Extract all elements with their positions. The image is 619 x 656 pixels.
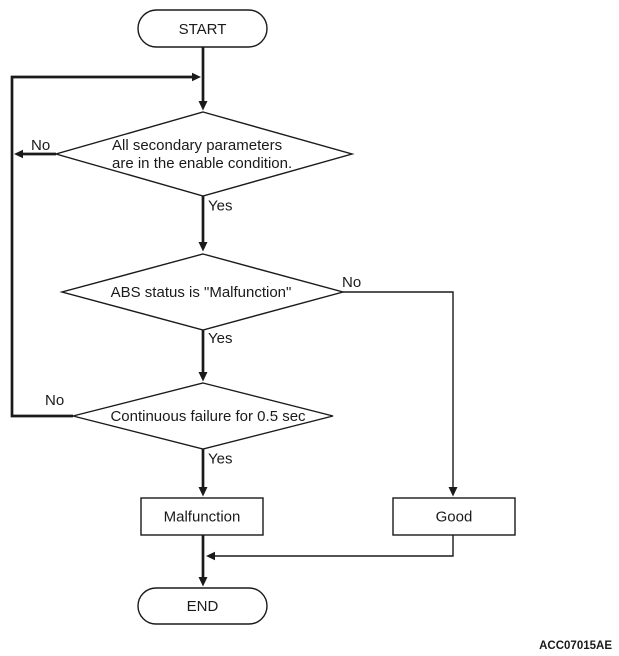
good-label: Good xyxy=(436,509,473,526)
arrowhead-down-icon xyxy=(198,577,208,587)
edge-start-to-decision1 xyxy=(198,47,208,111)
edge-decision1-yes xyxy=(198,196,208,252)
arrowhead-down-icon xyxy=(198,242,208,252)
malfunction-box xyxy=(140,497,264,536)
edge-good-to-merge xyxy=(206,535,454,561)
decision-secondary-parameters-line2: are in the enable condition. xyxy=(112,155,292,172)
start-label: START xyxy=(179,21,227,38)
edge-decision3-yes xyxy=(198,449,208,497)
decision-abs-status-label: ABS status is "Malfunction" xyxy=(111,284,292,301)
edge-decision2-yes xyxy=(198,330,208,382)
figure-code: ACC07015AE xyxy=(539,640,612,652)
edge-label-decision1-no: No xyxy=(31,137,50,154)
edge-decision1-no xyxy=(14,149,56,159)
edge-label-decision2-yes: Yes xyxy=(208,330,232,347)
flow-lines xyxy=(10,47,458,587)
arrowhead-down-icon xyxy=(448,487,458,497)
malfunction-label: Malfunction xyxy=(164,509,241,526)
start-terminator xyxy=(137,9,268,48)
flow-nodes: START All secondary parameters are in th… xyxy=(53,9,516,625)
decision-secondary-parameters-line1: All secondary parameters xyxy=(112,137,282,154)
arrowhead-left-icon xyxy=(14,149,23,159)
arrowhead-down-icon xyxy=(198,372,208,382)
edge-label-decision3-yes: Yes xyxy=(208,451,232,468)
decision-abs-status xyxy=(59,253,346,331)
decision-continuous-failure-label: Continuous failure for 0.5 sec xyxy=(110,408,306,425)
arrowhead-left-icon xyxy=(206,551,215,561)
end-label: END xyxy=(187,598,219,615)
decision-secondary-parameters xyxy=(53,111,355,197)
edge-label-decision2-no: No xyxy=(342,274,361,291)
arrowhead-down-icon xyxy=(198,487,208,497)
end-terminator xyxy=(137,587,268,625)
edge-decision2-no xyxy=(343,291,458,497)
edge-loop-back xyxy=(10,72,201,418)
arrowhead-right-icon xyxy=(192,72,201,82)
edge-label-decision1-yes: Yes xyxy=(208,198,232,215)
good-box xyxy=(392,497,516,536)
edge-malfunction-to-end xyxy=(198,535,208,587)
edge-label-decision3-no: No xyxy=(45,392,64,409)
decision-continuous-failure xyxy=(72,382,334,450)
edge-labels: No Yes No Yes No Yes xyxy=(31,137,361,468)
arrowhead-down-icon xyxy=(198,101,208,111)
